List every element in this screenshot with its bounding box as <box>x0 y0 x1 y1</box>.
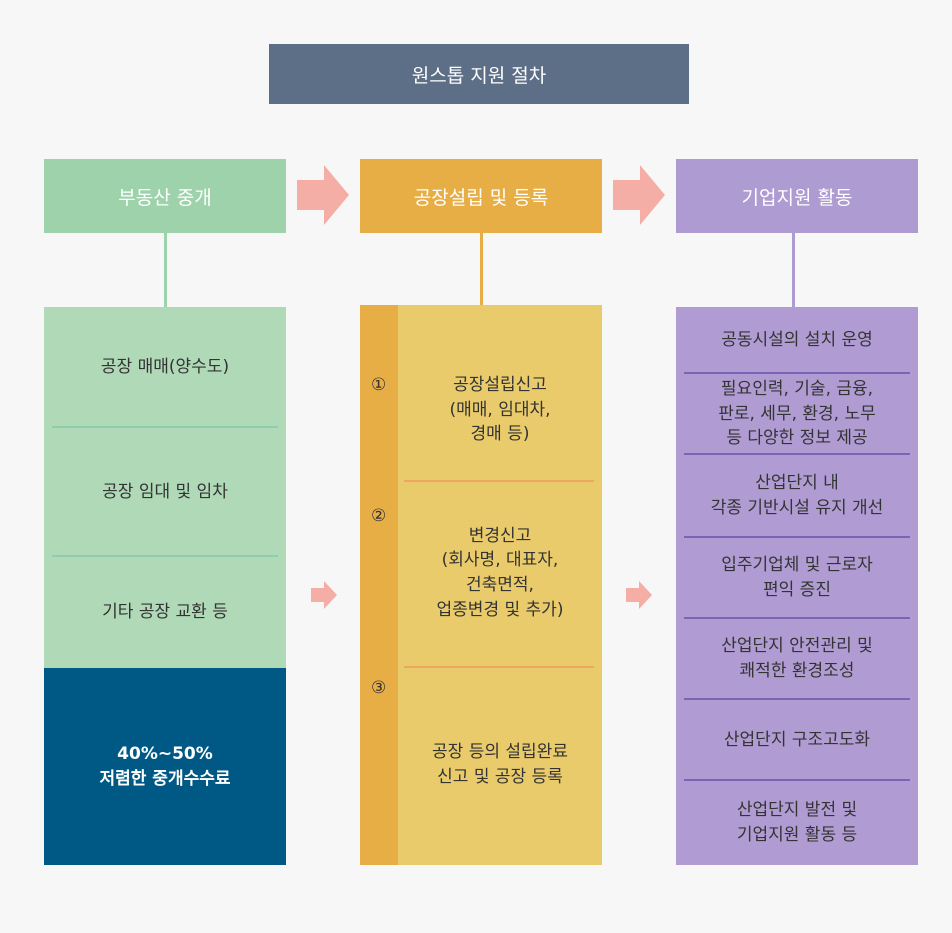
list-item: 산업단지 구조고도화 <box>723 729 871 750</box>
panel-real-estate: 공장 매매(양수도) 공장 임대 및 임차 기타 공장 교환 등 40%~50%… <box>44 307 286 865</box>
fee-highlight: 40%~50% 저렴한 중개수수료 <box>44 668 286 865</box>
step-text: 공장설립신고 (매매, 임대차, 경매 등) <box>449 375 551 445</box>
divider <box>684 453 910 455</box>
diagram-title: 원스톱 지원 절차 <box>269 44 689 104</box>
divider <box>404 666 594 668</box>
list-item: 산업단지 안전관리 및 쾌적한 환경조성 <box>721 636 873 681</box>
step-marker: ② <box>371 506 387 526</box>
step-text: 공장 등의 설립완료 신고 및 공장 등록 <box>432 742 568 787</box>
panel-factory-registration: ① 공장설립신고 (매매, 임대차, 경매 등) ② 변경신고 (회사명, 대표… <box>360 305 602 865</box>
step-strip <box>360 305 398 865</box>
step-marker: ① <box>371 375 387 395</box>
divider <box>52 555 278 557</box>
arrow-right-icon <box>626 581 652 609</box>
list-item: 공장 임대 및 임차 <box>102 481 228 502</box>
step-marker: ③ <box>371 678 387 698</box>
list-item: 공동시설의 설치 운영 <box>721 329 873 350</box>
heading-factory-registration: 공장설립 및 등록 <box>360 159 602 233</box>
arrow-right-icon <box>297 165 349 225</box>
divider <box>684 617 910 619</box>
list-item: 기타 공장 교환 등 <box>102 602 228 623</box>
arrow-right-icon <box>311 581 337 609</box>
divider <box>684 372 910 374</box>
heading-business-support: 기업지원 활동 <box>676 159 918 233</box>
connector-line-3 <box>792 233 795 307</box>
divider <box>404 480 594 482</box>
heading-real-estate: 부동산 중개 <box>44 159 286 233</box>
divider <box>684 779 910 781</box>
divider <box>684 536 910 538</box>
connector-line-2 <box>480 233 483 307</box>
step-text: 변경신고 (회사명, 대표자, 건축면적, 업종변경 및 추가) <box>436 525 564 620</box>
list-item: 입주기업체 및 근로자 편익 증진 <box>721 555 873 600</box>
list-item: 필요인력, 기술, 금융, 판로, 세무, 환경, 노무 등 다양한 정보 제공 <box>718 379 876 449</box>
arrow-right-icon <box>613 165 665 225</box>
panel-business-support: 공동시설의 설치 운영 필요인력, 기술, 금융, 판로, 세무, 환경, 노무… <box>676 307 918 865</box>
list-item: 산업단지 발전 및 기업지원 활동 등 <box>736 800 858 845</box>
divider <box>684 698 910 700</box>
divider <box>52 426 278 428</box>
connector-line-1 <box>164 233 167 307</box>
list-item: 공장 매매(양수도) <box>100 356 230 377</box>
list-item: 산업단지 내 각종 기반시설 유지 개선 <box>710 473 884 518</box>
